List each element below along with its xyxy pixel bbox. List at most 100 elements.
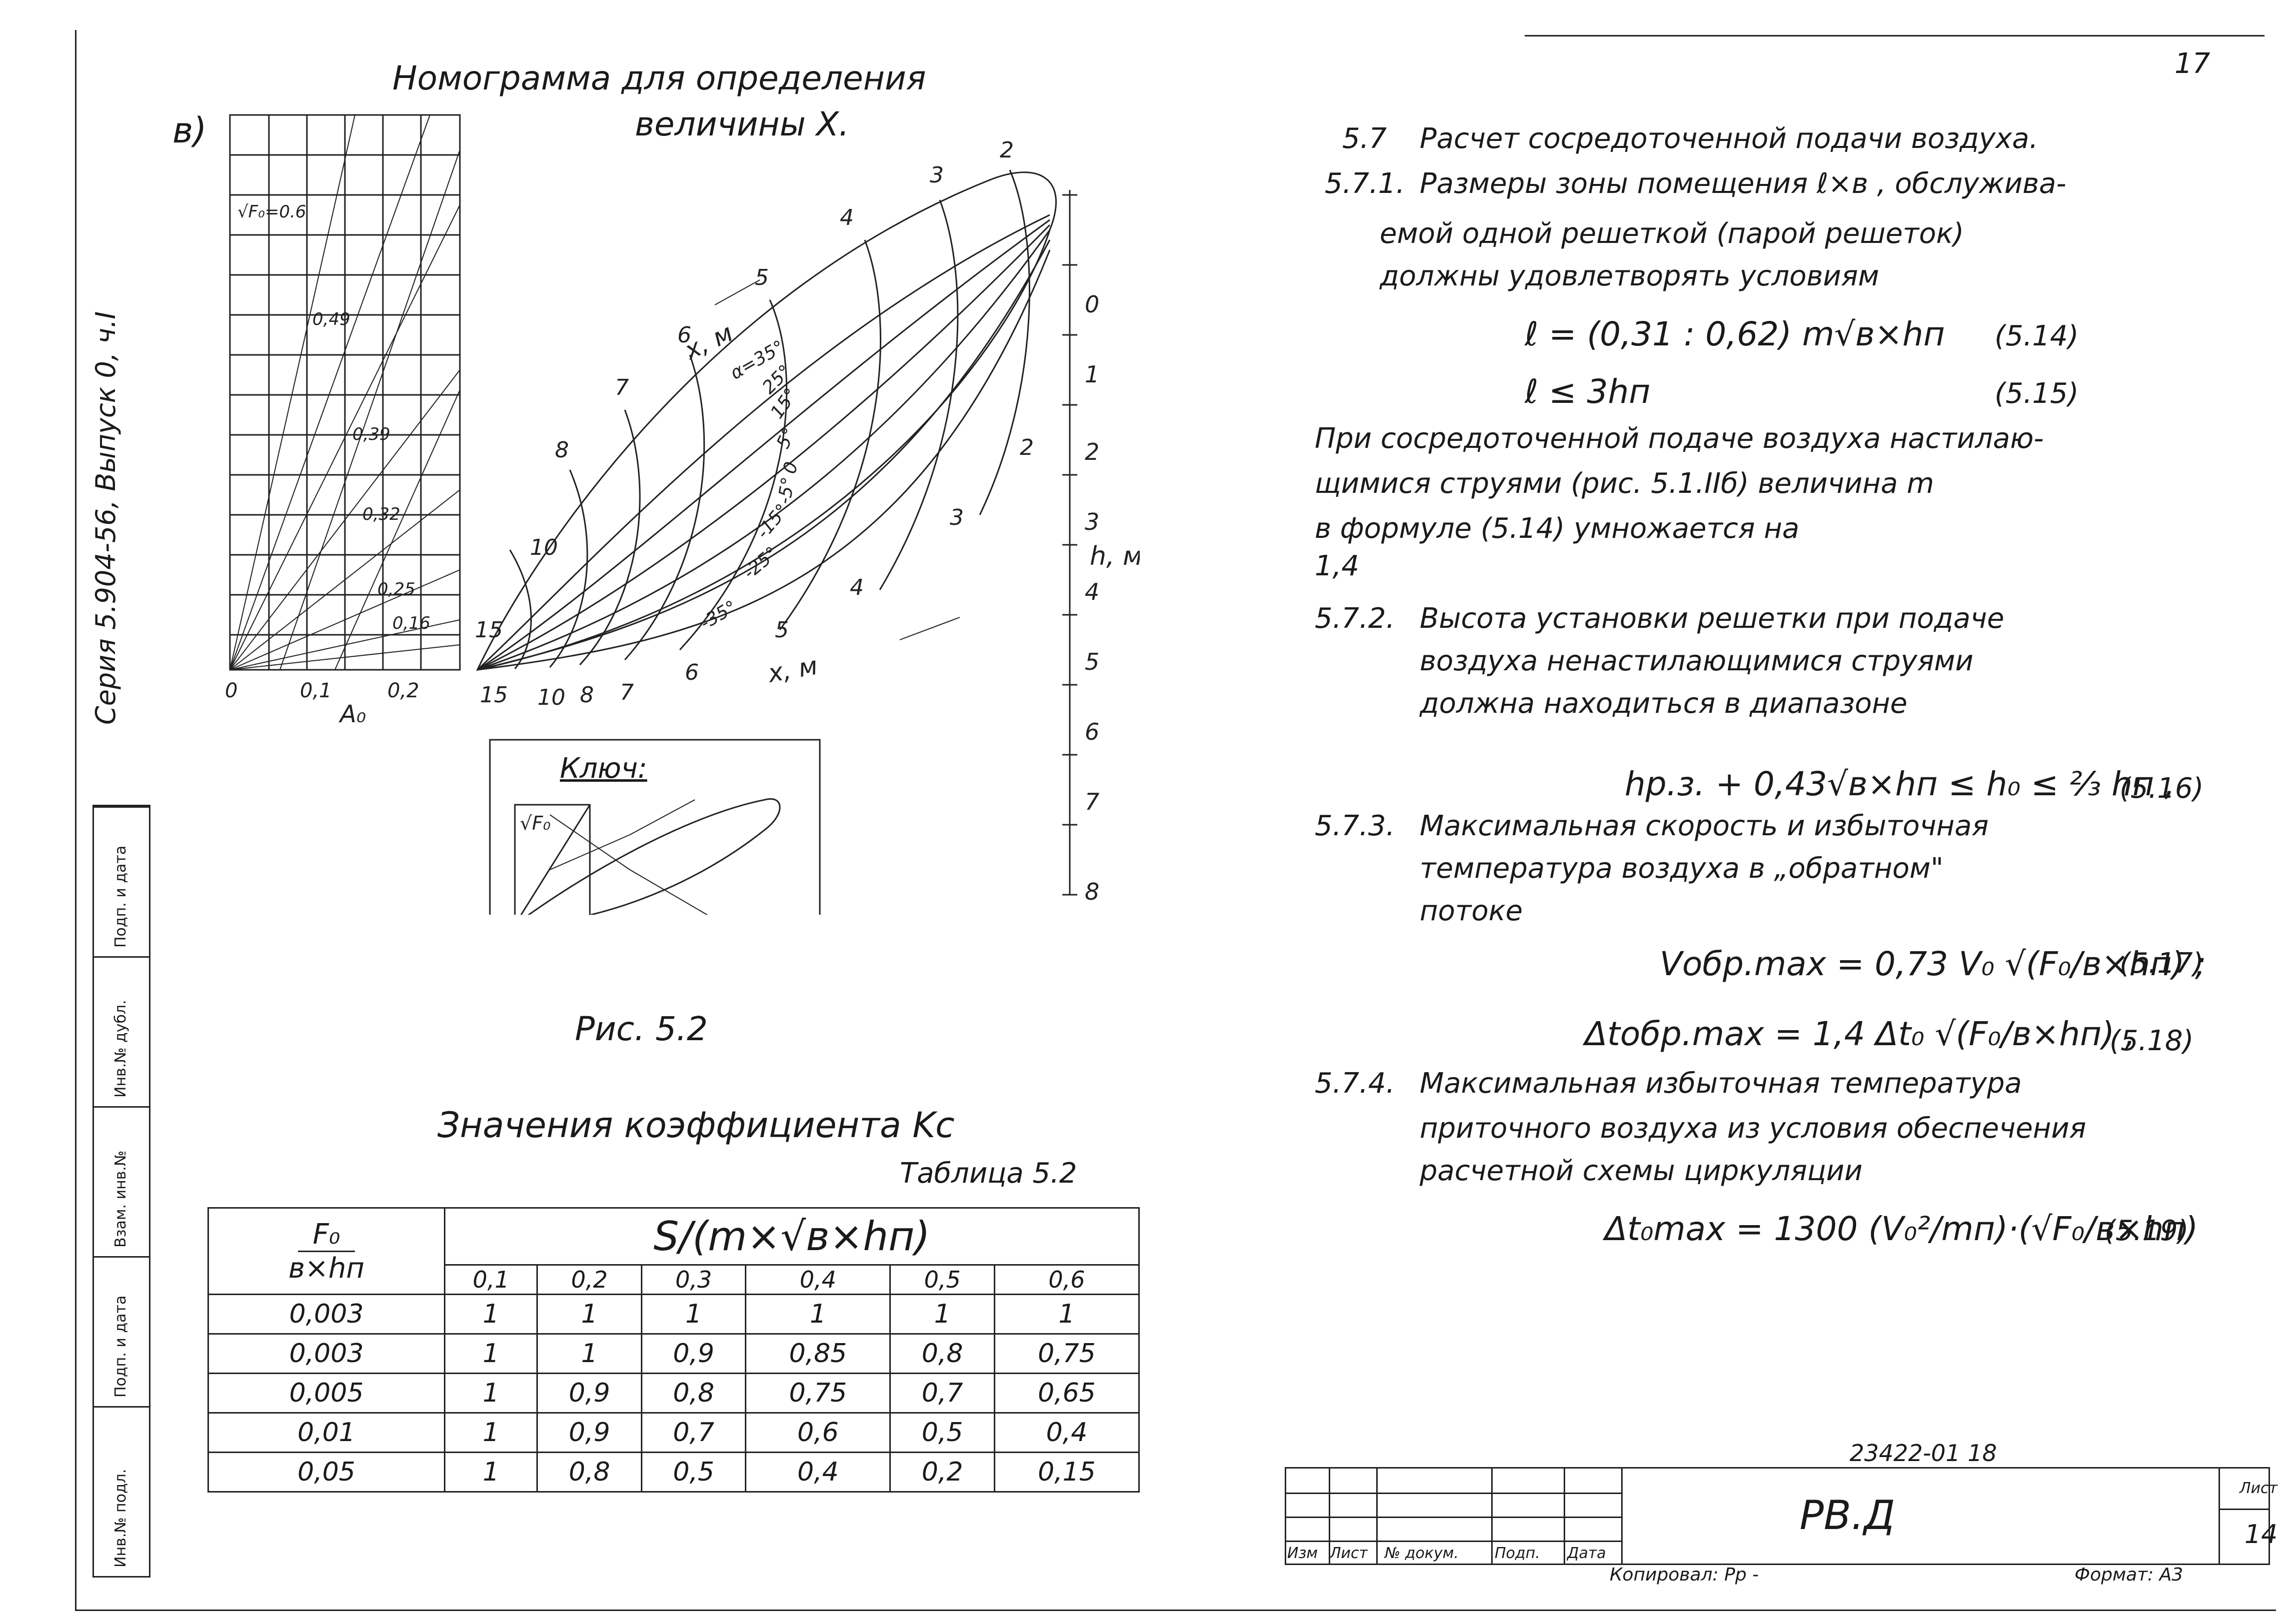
radial-lines (229, 114, 460, 670)
tb-column-label: Изм (1287, 1545, 1318, 1562)
equation: ℓ = (0,31 : 0,62) m√в×hп (1525, 315, 1945, 353)
x-label: 6 (677, 322, 691, 348)
paper-format: Формат: А3 (2075, 1565, 2184, 1585)
stamp-cell: Взам. инв.№ (94, 1106, 149, 1258)
paragraph-line: приточного воздуха из условия обеспечени… (1420, 1112, 2087, 1145)
equation-label: (5.17) (2120, 947, 2204, 980)
section-number: 5.7.1. (1325, 167, 1405, 200)
x-arc (509, 549, 532, 669)
tb-divider (1286, 1517, 1621, 1518)
x-labels-lower: 15 10 8 7 6 5 4 3 2 (480, 435, 1034, 710)
x-label: 2 (1000, 137, 1014, 163)
grid-label: 0,25 (377, 579, 415, 599)
tb-divider (1376, 1469, 1378, 1564)
paragraph-line: должны удовлетворять условиям (1380, 260, 1880, 292)
series-side-label: Серия 5.904-56, Выпуск 0, ч.I (90, 311, 121, 725)
x-label: 8 (555, 437, 569, 463)
top-rule (1525, 35, 2265, 36)
section-number: 5.7 (1342, 122, 1387, 155)
column-header: 0,2 (536, 1264, 642, 1296)
equation-label: (5.15) (1995, 377, 2079, 410)
paragraph-line: Максимальная скорость и избыточная (1420, 810, 1989, 842)
angle-label: 0 (779, 460, 802, 476)
radial-line (279, 149, 460, 670)
x-label: 2 (1020, 435, 1034, 460)
x-axis-name-lower: x, м (765, 651, 820, 688)
stamp-cell: Подп. и дата (94, 806, 149, 958)
lens-outline (476, 171, 1057, 671)
x-label: 5 (755, 265, 769, 290)
angle-label: 5° (773, 424, 800, 451)
tb-column-label: Лист (1330, 1545, 1368, 1562)
grid-label: 0,32 (362, 504, 400, 524)
equation: Δt₀max = 1300 (V₀²/mп)·(√F₀/в×hп) (1605, 1210, 2199, 1248)
ao-axis: 0 0,1 0,2 A₀ (225, 679, 419, 728)
figure-title-line2: величины X. (635, 105, 849, 143)
equation: Vобр.max = 0,73 V₀ √(F₀/в×hп) ; (1660, 945, 2207, 983)
key-label: √F₀ (520, 812, 550, 834)
paragraph-line: Высота установки решетки при подаче (1420, 602, 2005, 635)
radial-line (229, 114, 430, 670)
paragraph-line: в формуле (5.14) умножается на (1315, 512, 1800, 545)
h-label: 0 (1085, 291, 1099, 318)
kc-table: F₀ в×hп S/(m×√в×hп) 0,1 0,2 0,3 0,4 0,5 … (207, 1207, 1140, 1493)
tb-divider (2219, 1469, 2220, 1564)
paragraph-line: расчетной схемы циркуляции (1420, 1155, 1863, 1187)
tb-column-label: № докум. (1385, 1545, 1459, 1562)
stamp-cell: Подп. и дата (94, 1256, 149, 1408)
angle-curve (476, 214, 1050, 671)
tb-divider (1329, 1469, 1330, 1564)
radial-line (229, 204, 460, 670)
tb-divider (1491, 1469, 1493, 1564)
top-sheet-number: 17 (2175, 47, 2211, 80)
radial-line (229, 489, 460, 670)
column-header: 0,4 (745, 1264, 891, 1296)
side-stamp: Подп. и дата Инв.№ дубл. Взам. инв.№ Под… (92, 805, 150, 1578)
figure-title-line1: Номограмма для определения (392, 59, 926, 97)
equation: ℓ ≤ 3hп (1525, 372, 1651, 411)
x-label: 3 (950, 505, 964, 530)
paragraph-line: щимися струями (рис. 5.1.IIб) величина m (1315, 467, 1934, 500)
radial-line (229, 619, 460, 670)
grid-label: 0,39 (352, 424, 390, 444)
x-arc (549, 469, 588, 668)
paragraph-line: емой одной решеткой (парой решеток) (1380, 217, 1964, 250)
table-row: 0,003 1 1 0,9 0,85 0,8 0,75 (207, 1333, 1140, 1374)
h-label: 2 (1085, 438, 1099, 465)
equation-label: (5.14) (1995, 320, 2079, 352)
figure-caption: Рис. 5.2 (575, 1010, 708, 1048)
arrow-line (714, 279, 760, 305)
angle-curve (477, 229, 1051, 671)
section-number: 5.7.3. (1315, 810, 1395, 842)
x-label: 15 (480, 682, 508, 708)
nomogram: √F₀=0.6 0,49 0,39 0,32 0,25 0,16 0 0,1 0… (225, 114, 1140, 915)
ao-tick-label: 0,1 (300, 679, 332, 702)
h-label: 8 (1085, 878, 1099, 905)
x-label: 7 (620, 680, 634, 705)
document-code: РВ.Д (1800, 1492, 1896, 1539)
x-label: 5 (775, 617, 789, 643)
column-header: 0,3 (640, 1264, 747, 1296)
table-row: 0,01 1 0,9 0,7 0,6 0,5 0,4 (207, 1412, 1140, 1453)
tb-divider (1286, 1493, 1621, 1494)
document-number: 23422-01 18 (1850, 1440, 1997, 1467)
equation-label: (5.16) (2120, 772, 2204, 805)
radial-line (229, 569, 460, 670)
x-label: 10 (537, 685, 565, 710)
drawing-frame (75, 30, 2276, 1611)
sheet-label: Лист (2240, 1480, 2278, 1497)
equation-label: (5.18) (2110, 1025, 2194, 1057)
angle-curve (477, 239, 1051, 671)
sheet-number: 14 (2245, 1520, 2278, 1550)
copied-by: Копировал: Рр - (1610, 1565, 1759, 1585)
table-row: 0,05 1 0,8 0,5 0,4 0,2 0,15 (207, 1452, 1140, 1493)
stamp-cell: Инв.№ дубл. (94, 956, 149, 1108)
stamp-cell: Инв.№ подл. (94, 1406, 149, 1578)
lens-curves (476, 169, 1057, 671)
x-label: 8 (580, 682, 594, 708)
table-title: Значения коэффициента Kc (437, 1105, 955, 1146)
paragraph-line: воздуха ненастилающимися струями (1420, 645, 1974, 677)
tb-divider (1564, 1469, 1565, 1564)
h-axis-labels: 0 1 2 3 4 5 6 7 8 h, м (1085, 291, 1140, 905)
tb-divider (2219, 1509, 2269, 1510)
